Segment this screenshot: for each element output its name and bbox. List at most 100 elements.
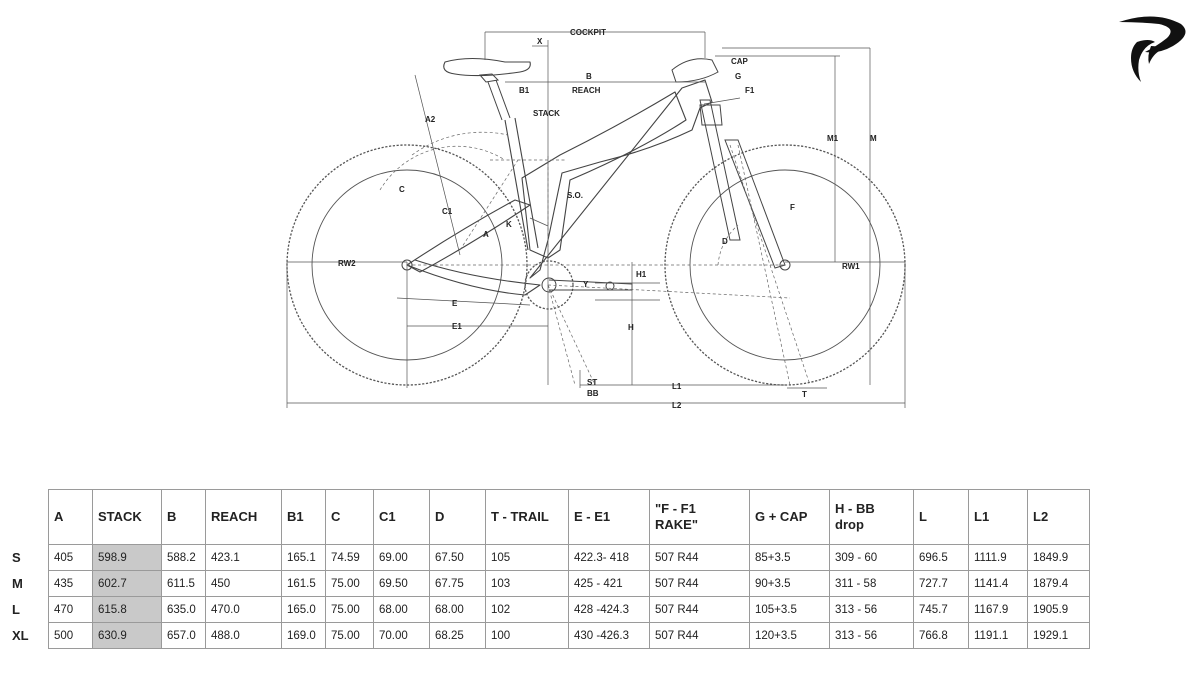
table-cell: 313 - 56 (829, 622, 914, 649)
table-cell: 165.1 (281, 544, 326, 571)
label-e1: E1 (452, 322, 462, 331)
column-header: L (913, 489, 969, 545)
label-a2: A2 (425, 115, 436, 124)
table-cell: 435 (48, 570, 93, 597)
table-cell: 405 (48, 544, 93, 571)
table-cell: 745.7 (913, 596, 969, 623)
column-header: E - E1 (568, 489, 650, 545)
table-cell: 68.25 (429, 622, 486, 649)
label-b: B (586, 72, 592, 81)
label-cap: CAP (731, 57, 749, 66)
label-m1: M1 (827, 134, 839, 143)
table-cell: 165.0 (281, 596, 326, 623)
table-cell: 470 (48, 596, 93, 623)
table-cell: 425 - 421 (568, 570, 650, 597)
label-so: S.O. (567, 191, 583, 200)
column-header: C1 (373, 489, 430, 545)
table-cell: 423.1 (205, 544, 282, 571)
column-header: T - TRAIL (485, 489, 569, 545)
table-cell: 507 R44 (649, 544, 750, 571)
label-f1: F1 (745, 86, 755, 95)
table-cell: 635.0 (161, 596, 206, 623)
table-cell: 488.0 (205, 622, 282, 649)
table-cell: 428 -424.3 (568, 596, 650, 623)
table-cell: 311 - 58 (829, 570, 914, 597)
saddle (443, 57, 531, 121)
column-header: H - BB drop (829, 489, 914, 545)
table-cell: 1141.4 (968, 570, 1028, 597)
table-cell: 69.00 (373, 544, 430, 571)
label-rw1: RW1 (842, 262, 860, 271)
table-cell: 766.8 (913, 622, 969, 649)
table-cell: 161.5 (281, 570, 326, 597)
label-t: T (802, 390, 807, 399)
table-cell: 430 -426.3 (568, 622, 650, 649)
label-g: G (735, 72, 741, 81)
table-header-row: A STACK B REACH B1 C C1 D T - TRAIL E - … (8, 489, 1090, 545)
label-l1: L1 (672, 382, 682, 391)
table-cell: 1905.9 (1027, 596, 1090, 623)
table-cell: 313 - 56 (829, 596, 914, 623)
label-m: M (870, 134, 877, 143)
column-header: B (161, 489, 206, 545)
label-cockpit: COCKPIT (570, 28, 606, 37)
table-cell: 615.8 (92, 596, 162, 623)
size-label: S (12, 550, 21, 565)
table-cell: 69.50 (373, 570, 430, 597)
table-cell: 1929.1 (1027, 622, 1090, 649)
table-cell: 74.59 (325, 544, 374, 571)
label-h1: H1 (636, 270, 647, 279)
table-cell: 75.00 (325, 596, 374, 623)
column-header: "F - F1 RAKE" (649, 489, 750, 545)
label-stack: STACK (533, 109, 560, 118)
geometry-table: A STACK B REACH B1 C C1 D T - TRAIL E - … (8, 489, 1090, 649)
size-label: XL (12, 628, 29, 643)
label-f: F (790, 203, 795, 212)
column-header: D (429, 489, 486, 545)
column-header: C (325, 489, 374, 545)
construction-lines (379, 131, 811, 386)
diagram-labels: COCKPIT X CAP B G B1 REACH F1 STACK A2 M… (338, 28, 877, 410)
table-cell: 68.00 (429, 596, 486, 623)
table-cell: 75.00 (325, 570, 374, 597)
table-cell: 67.75 (429, 570, 486, 597)
label-l2: L2 (672, 401, 682, 410)
table-cell: 169.0 (281, 622, 326, 649)
column-header: STACK (92, 489, 162, 545)
label-k: K (506, 220, 512, 229)
column-header: B1 (281, 489, 326, 545)
table-cell: 657.0 (161, 622, 206, 649)
label-rw2: RW2 (338, 259, 356, 268)
table-cell: 309 - 60 (829, 544, 914, 571)
table-cell: 1111.9 (968, 544, 1028, 571)
table-cell: 90+3.5 (749, 570, 830, 597)
size-label: M (12, 576, 23, 591)
label-c1: C1 (442, 207, 453, 216)
bike-frame (406, 58, 786, 296)
table-cell: 588.2 (161, 544, 206, 571)
column-header: G + CAP (749, 489, 830, 545)
label-x: X (537, 37, 543, 46)
table-cell: 507 R44 (649, 570, 750, 597)
table-cell: 470.0 (205, 596, 282, 623)
label-e: E (452, 299, 458, 308)
label-h: H (628, 323, 634, 332)
table-cell: 1879.4 (1027, 570, 1090, 597)
label-d: D (722, 237, 728, 246)
size-column-header (8, 490, 49, 545)
label-a: A (483, 230, 489, 239)
table-cell: 602.7 (92, 570, 162, 597)
size-label: L (12, 602, 20, 617)
table-cell: 598.9 (92, 544, 162, 571)
table-cell: 507 R44 (649, 596, 750, 623)
table-cell: 630.9 (92, 622, 162, 649)
table-cell: 100 (485, 622, 569, 649)
label-reach: REACH (572, 86, 601, 95)
table-cell: 105 (485, 544, 569, 571)
table-cell: 103 (485, 570, 569, 597)
table-cell: 450 (205, 570, 282, 597)
label-y: Y (583, 280, 589, 289)
table-cell: 422.3- 418 (568, 544, 650, 571)
